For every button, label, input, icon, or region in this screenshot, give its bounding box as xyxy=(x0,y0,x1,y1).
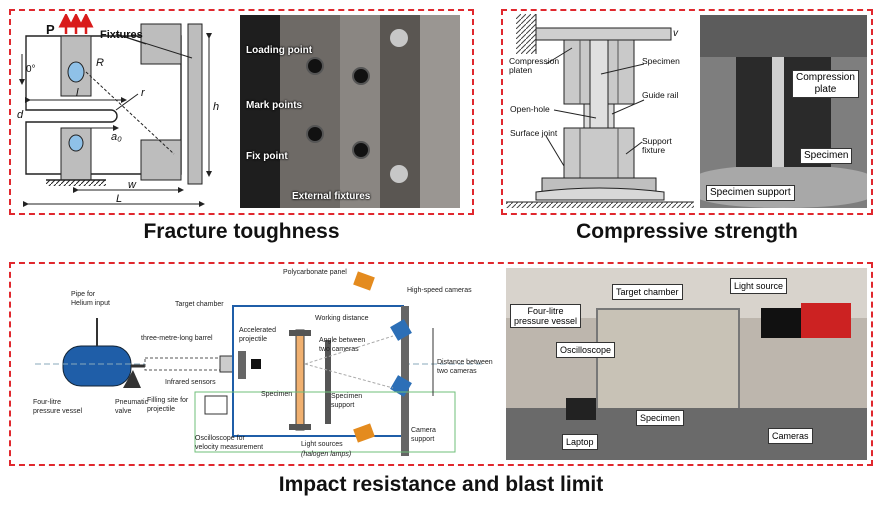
h-label: h xyxy=(213,101,219,113)
cs-specimen-label: Specimen xyxy=(642,56,680,66)
photo-light-label: Light source xyxy=(730,278,788,294)
w-label: w xyxy=(128,179,137,191)
specimen-support-label: Specimen support xyxy=(706,185,795,201)
impact-specimen-label: Specimen xyxy=(261,391,292,398)
target-chamber-label: Target chamber xyxy=(175,301,224,308)
barrel-label: three-metre-long barrel xyxy=(141,335,213,342)
guide-rail-label: Guide rail xyxy=(642,90,678,100)
specimen-photo-label: Specimen xyxy=(800,148,853,164)
fracture-specimen-diagram: P Fixtures 0° R r l d a₀ h w L xyxy=(17,14,219,207)
impact-lab-photo: Four-litre pressure vessel Target chambe… xyxy=(506,268,867,460)
loading-point-label: Loading point xyxy=(246,45,313,56)
photo-chamber-label: Target chamber xyxy=(612,284,683,300)
d-label: d xyxy=(17,109,24,121)
r-label: r xyxy=(141,87,146,99)
photo-laptop-label: Laptop xyxy=(562,434,598,450)
L-label: L xyxy=(116,193,122,205)
light-sources-label: Light sources xyxy=(301,441,343,448)
halogen-label: (halogen lamps) xyxy=(301,451,351,458)
open-hole-label: Open-hole xyxy=(510,104,550,114)
a0-label: a₀ xyxy=(111,131,122,143)
infrared-label: Infrared sensors xyxy=(165,379,216,386)
mark-points-label: Mark points xyxy=(246,100,303,111)
velocity-label: v xyxy=(673,28,679,39)
photo-cameras-label: Cameras xyxy=(768,428,813,444)
compressive-test-photo: Compression plate Specimen Specimen supp… xyxy=(700,15,867,208)
fix-point-label: Fix point xyxy=(246,151,288,162)
high-speed-cameras-label: High-speed cameras xyxy=(407,287,472,294)
compression-plate-label: Compression plate xyxy=(792,70,859,98)
fracture-test-photo: Loading point Mark points Fix point Exte… xyxy=(240,15,460,208)
photo-specimen-label: Specimen xyxy=(636,410,685,426)
polycarbonate-label: Polycarbonate panel xyxy=(283,269,347,276)
R-label: R xyxy=(96,57,104,69)
l-label: l xyxy=(76,87,79,99)
fixtures-label: Fixtures xyxy=(100,29,143,41)
compressive-strength-caption: Compressive strength xyxy=(576,220,798,243)
impact-resistance-caption: Impact resistance and blast limit xyxy=(278,473,604,496)
external-fixtures-label: External fixtures xyxy=(292,191,371,202)
working-distance-label: Working distance xyxy=(315,315,369,322)
load-label-P: P xyxy=(46,22,55,37)
photo-oscilloscope-label: Oscilloscope xyxy=(556,342,616,358)
surface-joint-label: Surface joint xyxy=(510,128,558,138)
photo-vessel-label: Four-litre pressure vessel xyxy=(510,304,582,328)
angle-label: 0° xyxy=(26,64,36,75)
fracture-toughness-caption: Fracture toughness xyxy=(143,220,340,243)
